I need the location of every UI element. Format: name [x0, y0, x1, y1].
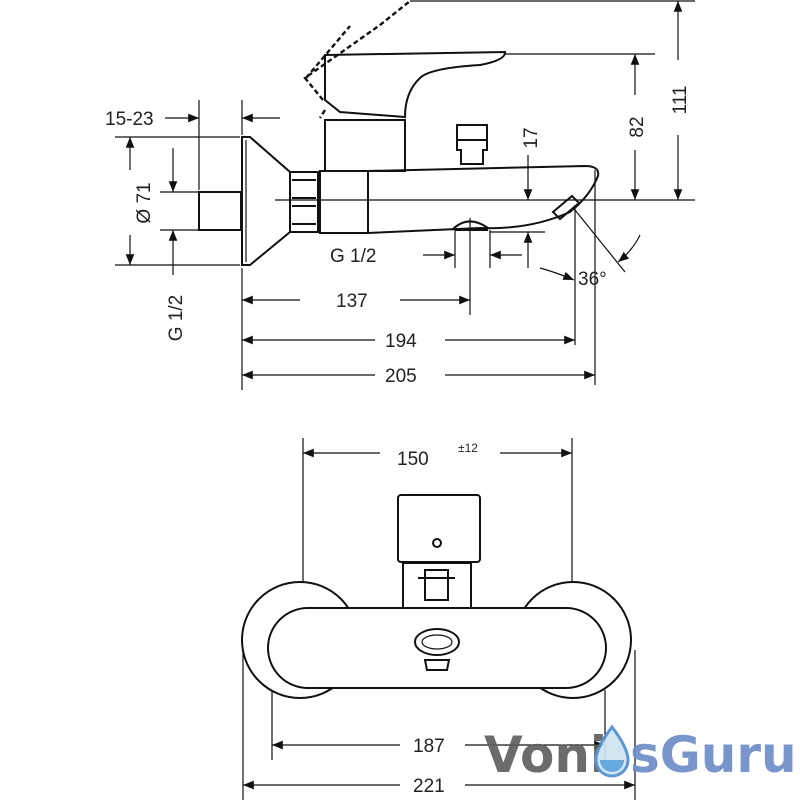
dim-overall-width: 221	[413, 776, 445, 797]
mixer-body	[319, 170, 369, 234]
outlet-connection	[451, 220, 489, 231]
dim-outlet-thread: G 1/2	[330, 246, 376, 267]
dim-center-distance: 150	[397, 449, 429, 470]
lever	[324, 50, 506, 119]
dim-spout-length: 194	[385, 331, 417, 352]
dim-inner-width: 187	[413, 736, 445, 757]
mixer-body-front	[267, 607, 607, 689]
dim-inlet-thread: G 1/2	[166, 295, 187, 341]
diverter-knob	[456, 124, 488, 165]
front-view: 150 ±12 187 221	[241, 438, 636, 800]
escutcheon	[241, 136, 291, 266]
dim-spout-angle: 36°	[578, 269, 607, 290]
dim-wall-gap: 15-23	[105, 109, 154, 130]
watermark-logo: Voni sGuru	[484, 724, 797, 784]
dim-center-tolerance: ±12	[458, 441, 478, 455]
spout-outlet	[414, 628, 460, 656]
diverter-cap	[397, 494, 481, 563]
dim-spout-height: 17	[521, 127, 542, 148]
dim-overall-length: 205	[385, 366, 417, 387]
logo-text-left: Voni	[484, 726, 607, 784]
wall-pipe	[198, 191, 242, 231]
side-view: 15-23 Ø 71 G 1/2 111 82 17 G 1/2	[105, 0, 695, 390]
dim-outlet-distance: 137	[336, 291, 368, 312]
hex-nut	[289, 171, 319, 233]
dim-escutcheon-diameter: Ø 71	[134, 182, 155, 223]
dim-lever-height: 82	[627, 116, 648, 137]
cartridge-column	[324, 119, 406, 172]
dim-lever-open-height: 111	[670, 86, 691, 115]
logo-text-right: sGuru	[630, 726, 797, 784]
